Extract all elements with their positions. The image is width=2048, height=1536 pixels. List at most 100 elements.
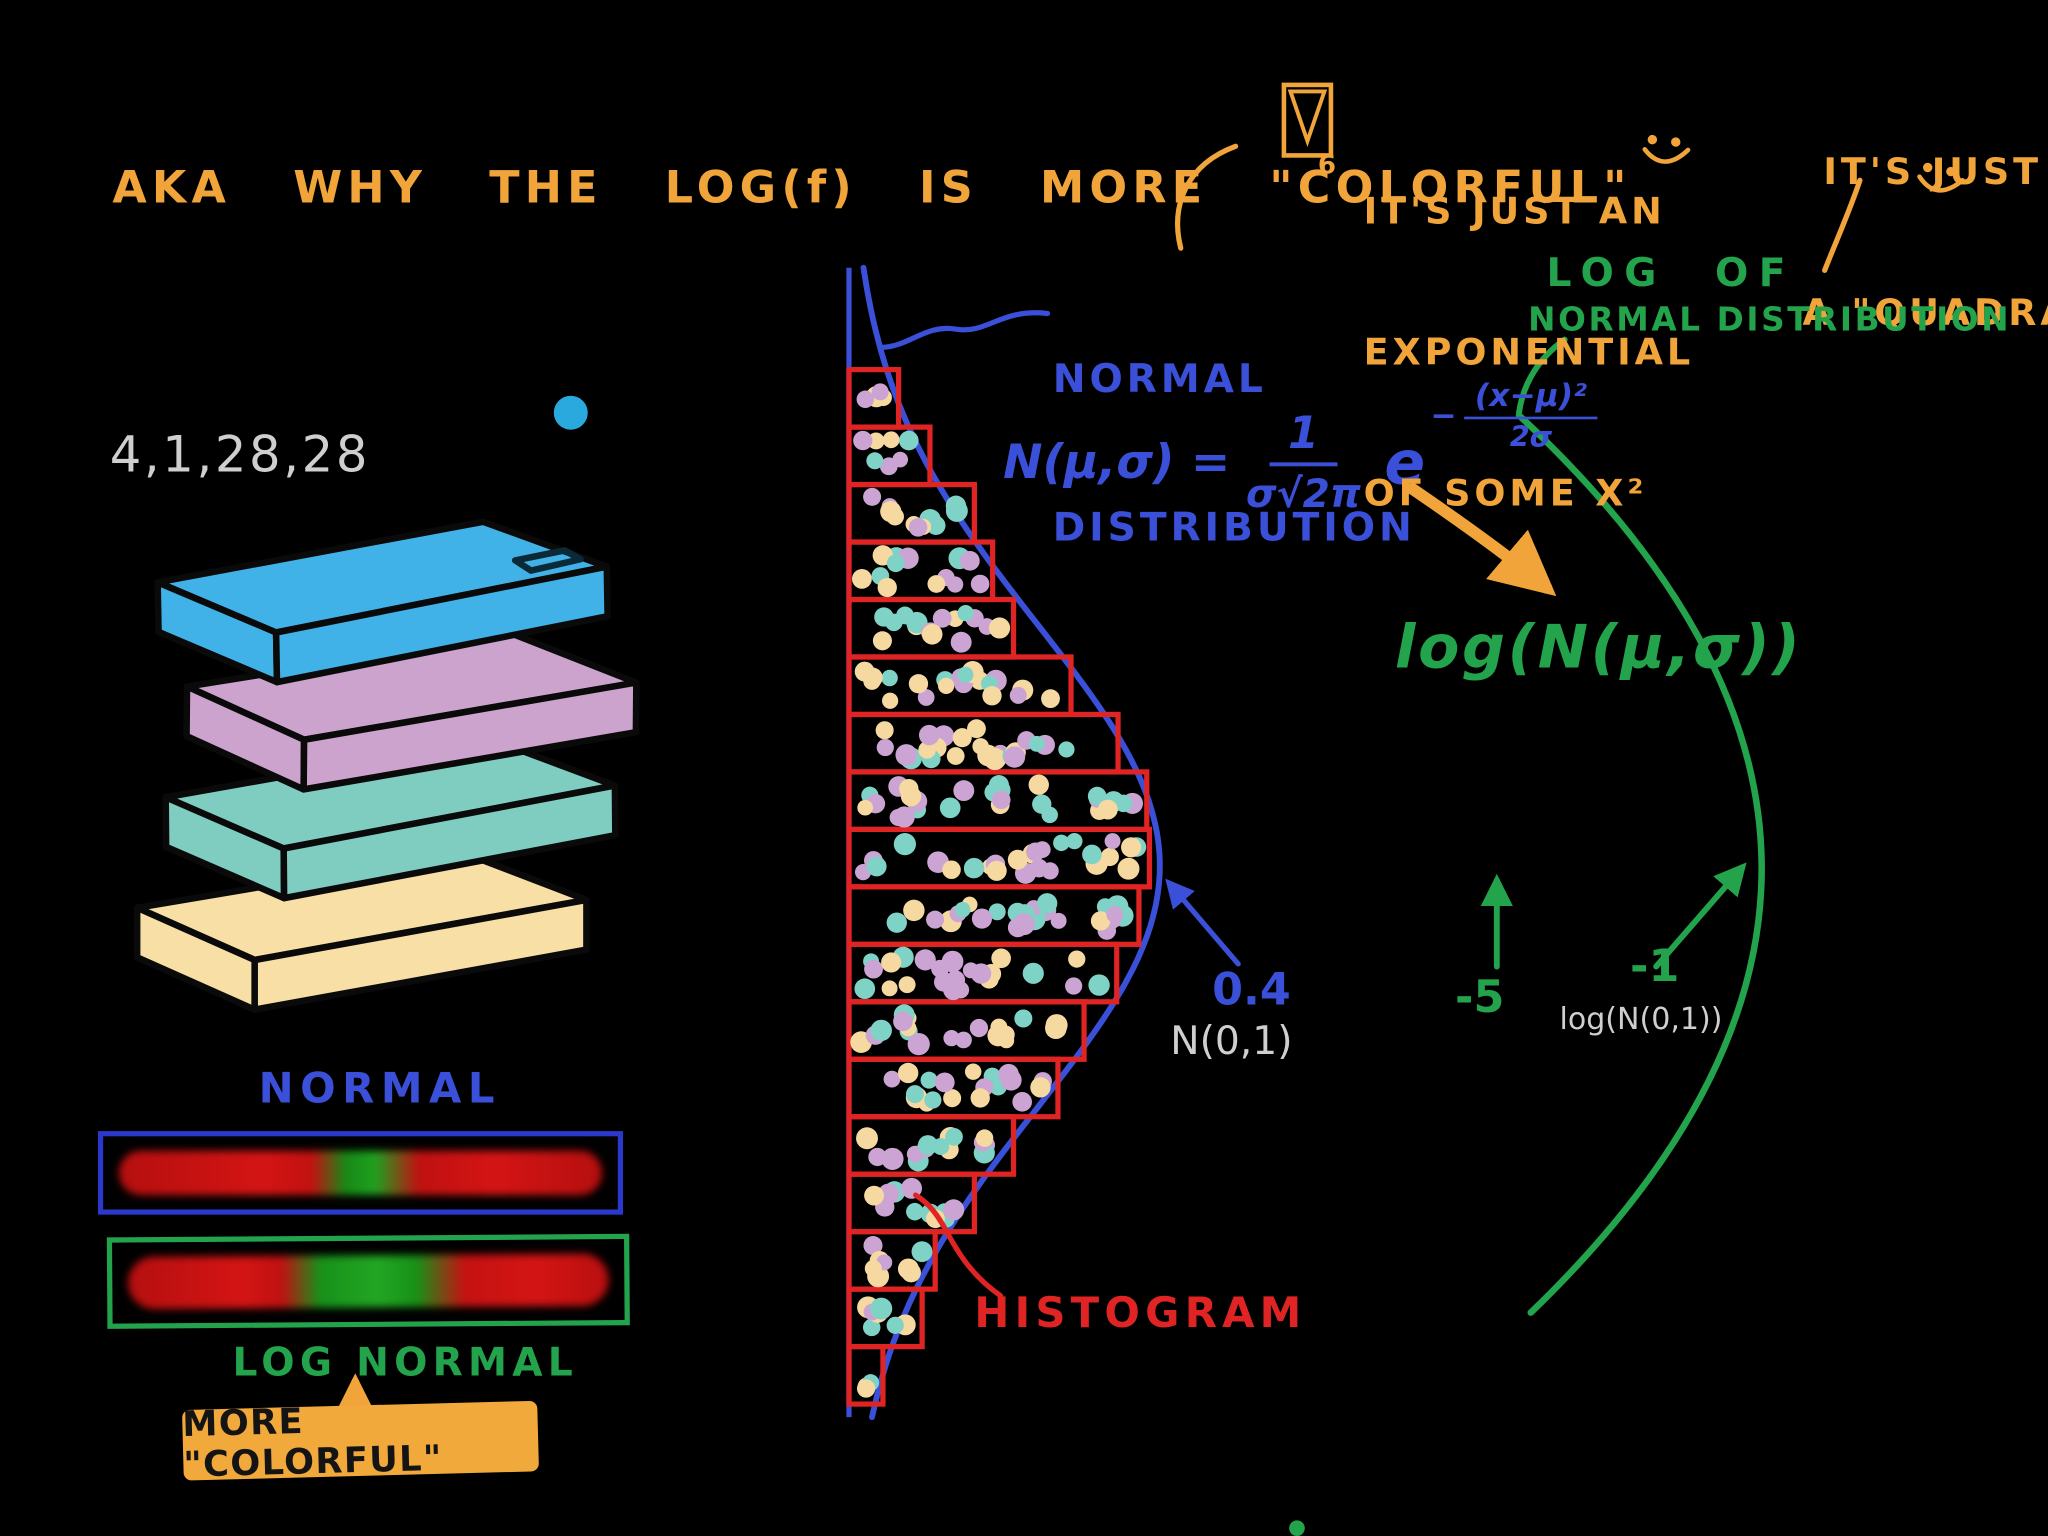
sample-dot — [1111, 904, 1134, 927]
sample-dot — [881, 980, 898, 997]
normal-distribution-line1: NORMAL — [1052, 356, 1267, 403]
sample-dot — [1032, 794, 1052, 814]
sample-dot — [970, 963, 992, 984]
sample-dot — [854, 978, 876, 1000]
sample-dot — [914, 949, 936, 971]
sample-dot — [931, 959, 949, 978]
sample-dot — [1007, 849, 1028, 870]
sample-dot — [856, 390, 875, 409]
sample-dot — [877, 1183, 899, 1205]
sample-dot — [870, 1297, 893, 1320]
sample-dot — [899, 1019, 917, 1037]
peak-value-label: 0.4 — [1212, 963, 1291, 1017]
log-normal-formula: log(N(μ,σ)) — [1394, 611, 1803, 682]
sample-dot — [1106, 895, 1129, 918]
sample-dot — [1007, 918, 1027, 937]
sample-dot — [979, 969, 999, 989]
sample-dot — [872, 631, 892, 651]
sample-dot — [933, 725, 955, 747]
sample-dot — [1117, 857, 1140, 880]
sample-dot — [899, 778, 919, 799]
sample-dot — [869, 1251, 890, 1271]
sample-dot — [950, 631, 972, 653]
sample-dot — [897, 547, 919, 569]
sample-dot — [964, 860, 983, 879]
formula-lhs: N(μ,σ) = — [1003, 435, 1231, 490]
sample-dot — [1022, 843, 1043, 864]
sample-dot — [970, 1088, 990, 1108]
sample-dot — [932, 608, 952, 628]
sample-dot — [863, 672, 881, 690]
sample-dot — [946, 747, 965, 765]
sample-dot — [881, 669, 898, 687]
sample-dot — [879, 457, 898, 476]
sample-dot — [875, 1197, 895, 1217]
sample-dot — [900, 747, 922, 770]
sample-dot — [1028, 774, 1049, 795]
sample-dot — [862, 1374, 880, 1392]
formula-fraction: 1 σ√2π — [1246, 408, 1361, 518]
log-normal-strip-label: LOG NORMAL — [232, 1340, 578, 1386]
sample-dot — [916, 1139, 935, 1158]
sample-dot — [977, 744, 999, 767]
log-of-normal-line2: NORMAL DISTRIBUTION — [1528, 300, 2012, 339]
sample-dot — [969, 1018, 989, 1038]
sample-dot — [911, 1241, 933, 1263]
sample-dot — [1017, 731, 1036, 750]
sample-dot — [1058, 741, 1075, 758]
sample-dot — [1085, 852, 1108, 875]
sample-dot — [886, 554, 905, 573]
sample-dot — [918, 741, 936, 759]
sample-dot — [951, 981, 970, 999]
sample-dot — [1041, 806, 1058, 824]
formula-exponent-numerator: (x−μ)² — [1464, 377, 1598, 419]
sample-dot — [1045, 1014, 1068, 1037]
sample-dot — [991, 790, 1011, 810]
more-colorful-label: MORE "COLORFUL" — [181, 1401, 444, 1486]
sample-dot — [990, 795, 1010, 815]
exponential-note-line2: EXPONENTIAL — [1363, 330, 1695, 374]
sample-dot — [963, 857, 985, 879]
sample-dot — [865, 1025, 886, 1045]
sample-dot — [863, 487, 882, 506]
sample-dot — [893, 1011, 913, 1032]
sample-dot — [1014, 862, 1037, 884]
sample-dot — [1003, 746, 1026, 768]
formula-exponent-sign: − — [1430, 397, 1457, 434]
sample-dot — [1088, 790, 1106, 808]
slab-hole — [511, 547, 584, 574]
sample-dot — [991, 948, 1011, 969]
histogram-bar — [846, 826, 1152, 890]
sample-dot — [975, 1129, 994, 1147]
sample-dot — [897, 1062, 919, 1084]
sample-dot — [943, 1199, 965, 1221]
sample-dot — [866, 452, 884, 470]
sample-dot — [945, 495, 967, 516]
sample-dot — [990, 1018, 1008, 1036]
histogram-bar — [846, 1114, 1017, 1177]
tensor-shape-label: 4,1,28,28 — [109, 425, 371, 484]
sample-dot — [943, 979, 964, 1001]
smiley-icon — [1633, 128, 1698, 181]
histogram-bar — [846, 1343, 886, 1407]
sample-dot — [1103, 791, 1124, 812]
sample-dot — [854, 863, 872, 881]
sample-dot — [1025, 900, 1042, 917]
sample-dot — [874, 388, 892, 407]
sample-dot — [983, 747, 1006, 771]
sample-dot — [989, 1077, 1007, 1096]
sample-dot — [1012, 913, 1035, 936]
sample-dot — [964, 1063, 982, 1080]
sample-dot — [881, 1147, 904, 1171]
sample-dot — [892, 946, 914, 968]
stray-mark — [1289, 1520, 1305, 1536]
sample-dot — [1036, 893, 1058, 914]
sample-dot — [875, 721, 894, 740]
sample-dot — [871, 567, 890, 585]
sample-dot — [882, 692, 899, 709]
sample-dot — [861, 786, 879, 804]
tensor-layer — [133, 849, 590, 1013]
sample-dot — [977, 1136, 996, 1154]
sample-dot — [865, 386, 887, 408]
sample-dot — [919, 508, 941, 531]
